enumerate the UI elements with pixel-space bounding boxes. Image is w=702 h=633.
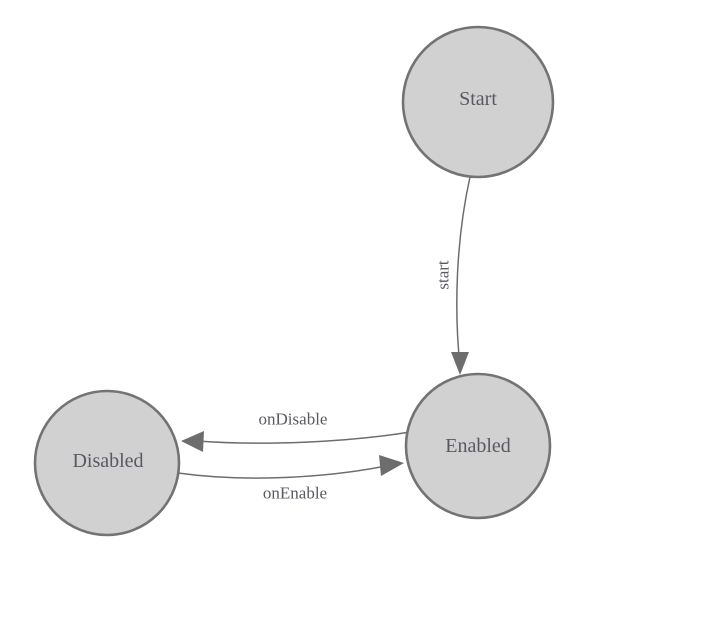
edge-label-on-disable: onDisable bbox=[259, 410, 328, 429]
node-disabled[interactable]: Disabled bbox=[33, 389, 181, 537]
node-start-label: Start bbox=[459, 88, 497, 110]
edge-start-to-enabled-path bbox=[456, 176, 471, 367]
node-enabled[interactable]: Enabled bbox=[404, 372, 552, 520]
edge-enabled-to-disabled-arrowhead bbox=[181, 431, 204, 452]
node-start[interactable]: Start bbox=[401, 25, 555, 179]
node-start-circle[interactable] bbox=[401, 25, 555, 179]
edge-disabled-to-enabled-path bbox=[177, 465, 387, 479]
edge-label-on-enable: onEnable bbox=[263, 484, 327, 503]
edge-enabled-to-disabled[interactable]: onDisable bbox=[181, 410, 411, 453]
node-disabled-label: Disabled bbox=[72, 450, 143, 472]
edge-disabled-to-enabled[interactable]: onEnable bbox=[177, 455, 404, 503]
edge-start-to-enabled[interactable]: start bbox=[434, 176, 471, 375]
node-disabled-circle[interactable] bbox=[33, 389, 181, 537]
node-enabled-circle[interactable] bbox=[404, 372, 552, 520]
edge-enabled-to-disabled-path bbox=[196, 431, 411, 444]
node-enabled-label: Enabled bbox=[445, 435, 511, 457]
edge-disabled-to-enabled-arrowhead bbox=[379, 455, 404, 476]
edge-label-start: start bbox=[434, 260, 453, 290]
edge-start-to-enabled-arrowhead bbox=[451, 352, 469, 375]
